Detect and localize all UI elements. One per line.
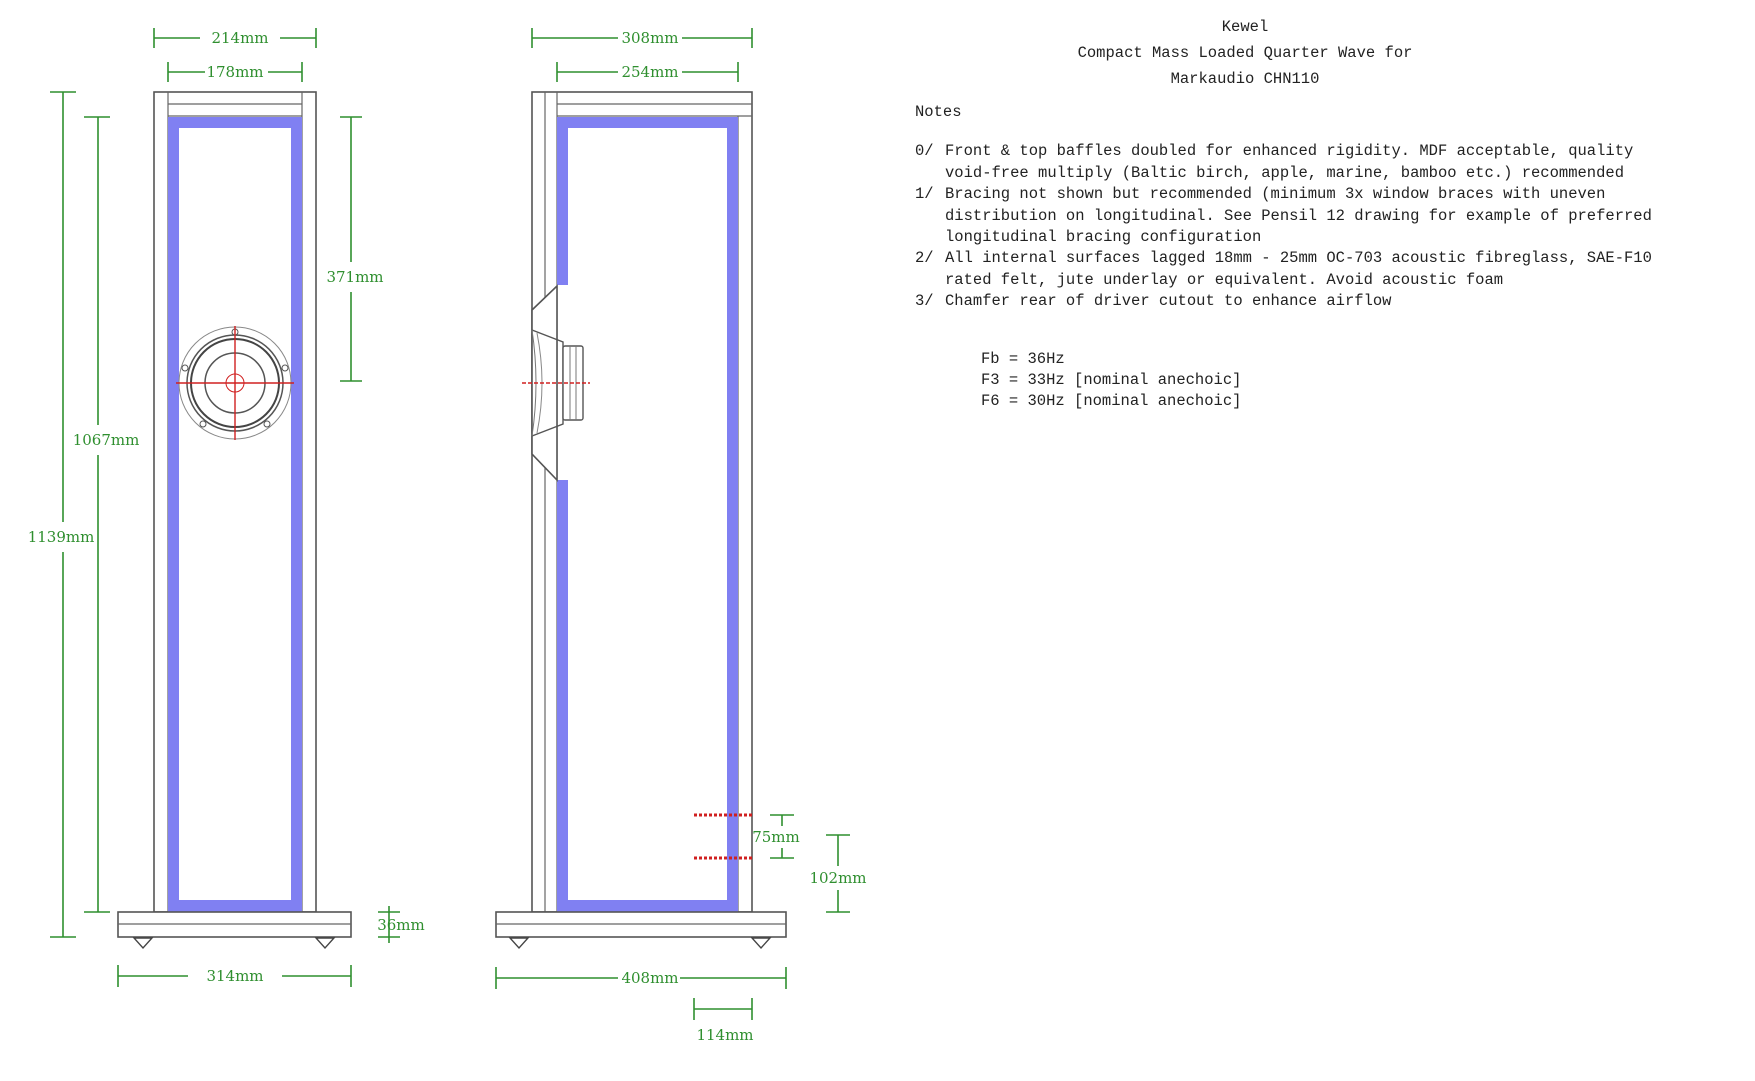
dim-plinth-height: 36mm	[377, 916, 425, 934]
front-driver	[176, 326, 294, 440]
dim-side-plinth-depth: 408mm	[621, 969, 678, 987]
note-number: 2/	[915, 249, 934, 268]
dim-front-outer-width: 214mm	[211, 29, 268, 47]
spec-f6: F6 = 30Hz [nominal anechoic]	[981, 392, 1242, 411]
cabinet-drawing: 214mm 178mm 371mm 1067mm 1139mm 36mm 314…	[28, 28, 867, 1044]
notes-list: 0/ Front & top baffles doubled for enhan…	[915, 141, 1735, 312]
dim-side-outer-depth: 308mm	[621, 29, 678, 47]
note-line: longitudinal bracing configuration	[945, 228, 1262, 247]
side-view	[495, 28, 850, 1020]
side-foot-right	[750, 937, 772, 950]
dim-front-plinth-width: 314mm	[206, 967, 263, 985]
dim-overall-height: 1139mm	[28, 528, 95, 546]
note-2: 2/ All internal surfaces lagged 18mm - 2…	[915, 248, 1735, 291]
title-line-3: Markaudio CHN110	[1170, 70, 1320, 88]
title-line-2: Compact Mass Loaded Quarter Wave for	[1077, 44, 1413, 62]
note-number: 0/	[915, 142, 934, 161]
note-0: 0/ Front & top baffles doubled for enhan…	[915, 141, 1735, 184]
note-line: Bracing not shown but recommended (minim…	[945, 185, 1606, 204]
note-line: void-free multiply (Baltic birch, apple,…	[945, 163, 1625, 182]
dim-port-depth: 114mm	[696, 1026, 753, 1044]
note-line: All internal surfaces lagged 18mm - 25mm…	[945, 249, 1652, 268]
front-foot-right	[314, 937, 336, 950]
dim-port-height: 75mm	[752, 828, 800, 846]
drawing-title: Kewel Compact Mass Loaded Quarter Wave f…	[915, 14, 1575, 92]
dim-inner-height: 1067mm	[73, 431, 140, 449]
note-number: 3/	[915, 292, 934, 311]
note-line: distribution on longitudinal. See Pensil…	[945, 206, 1652, 225]
note-3: 3/ Chamfer rear of driver cutout to enha…	[915, 291, 1735, 312]
note-line: Chamfer rear of driver cutout to enhance…	[945, 292, 1392, 311]
side-driver	[522, 329, 590, 437]
notes-heading: Notes	[915, 103, 962, 121]
spec-fb: Fb = 36Hz	[981, 349, 1065, 368]
front-foot-left	[132, 937, 154, 950]
specs: Fb = 36Hz F3 = 33Hz [nominal anechoic] F…	[981, 349, 1735, 413]
dim-front-inner-width: 178mm	[206, 63, 263, 81]
spec-f3: F3 = 33Hz [nominal anechoic]	[981, 371, 1242, 390]
note-line: Front & top baffles doubled for enhanced…	[945, 142, 1634, 161]
notes-panel: Kewel Compact Mass Loaded Quarter Wave f…	[915, 14, 1735, 413]
side-foot-left	[508, 937, 530, 950]
dim-side-inner-depth: 254mm	[621, 63, 678, 81]
title-line-1: Kewel	[1221, 18, 1269, 36]
note-1: 1/ Bracing not shown but recommended (mi…	[915, 184, 1735, 248]
dim-driver-height: 371mm	[326, 268, 383, 286]
note-number: 1/	[915, 185, 934, 204]
dim-port-top: 102mm	[809, 869, 866, 887]
note-line: rated felt, jute underlay or equivalent.…	[945, 270, 1504, 289]
front-view	[50, 28, 400, 987]
